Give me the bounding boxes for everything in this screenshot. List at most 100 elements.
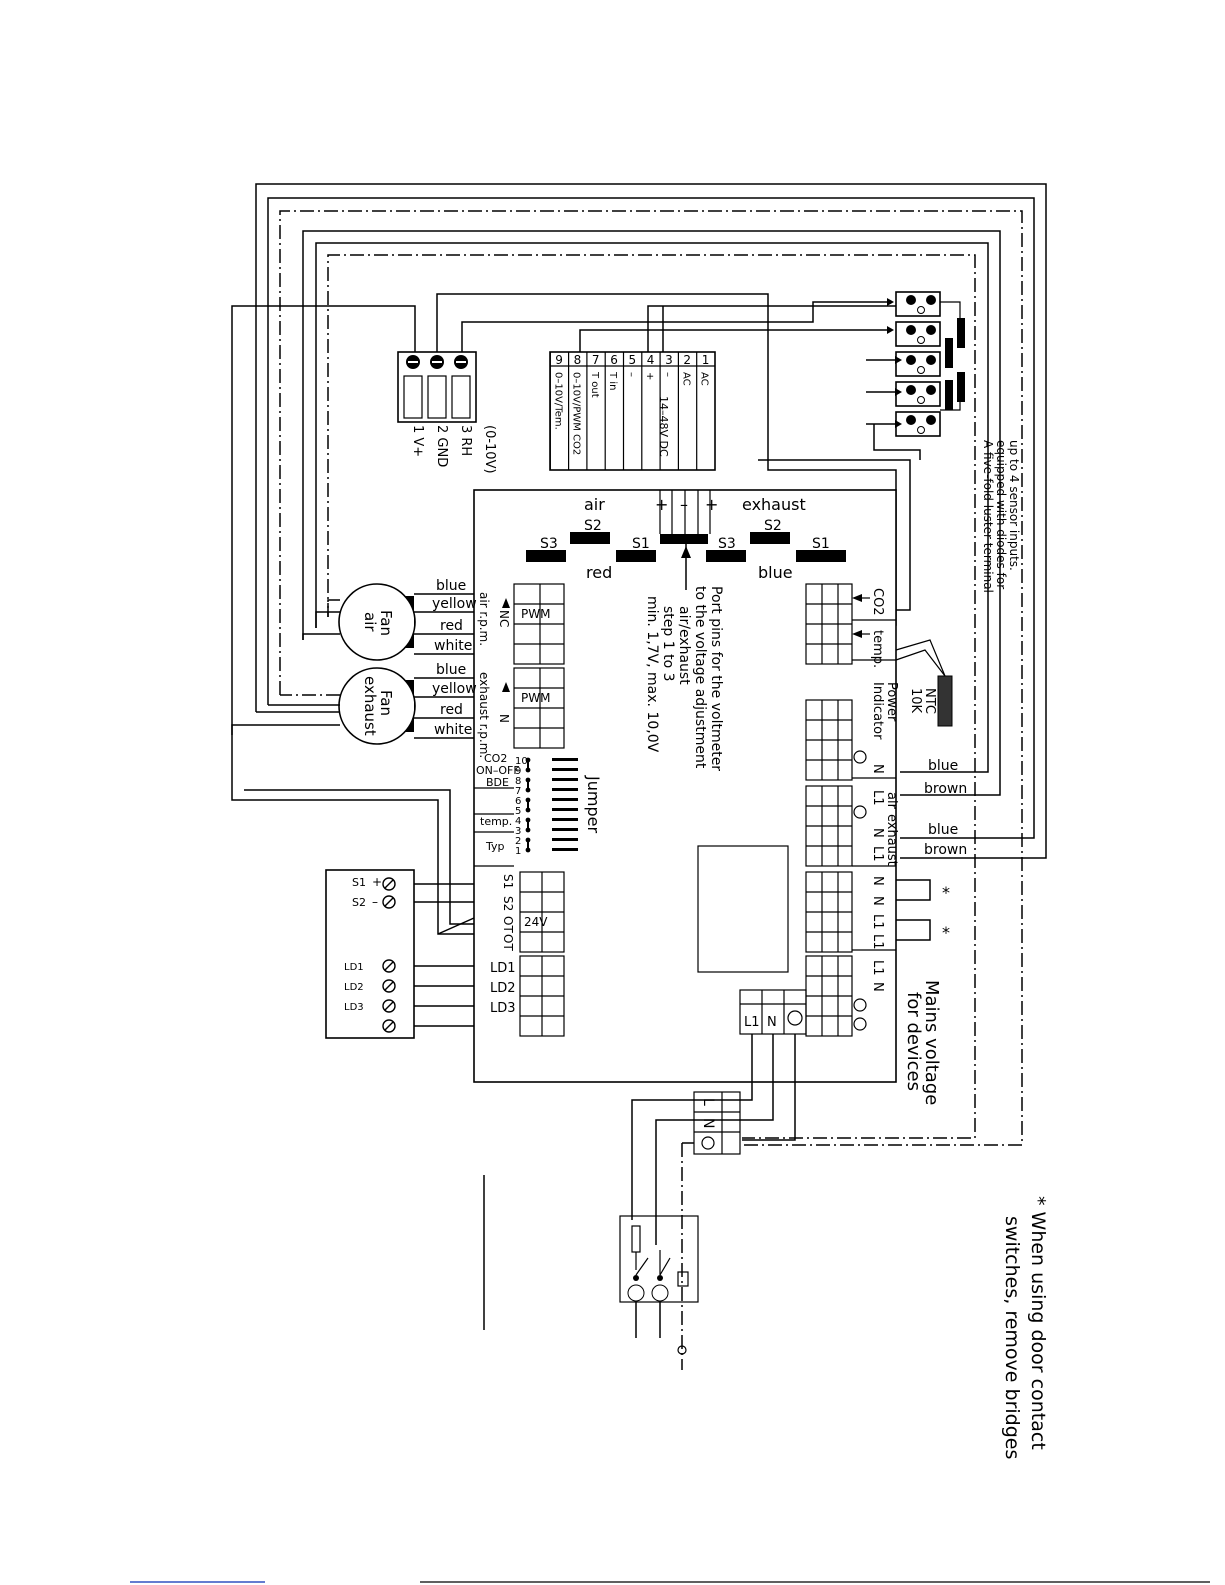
fan-exhaust-wire-yellow: yellow xyxy=(432,681,477,697)
pin-number: 1 xyxy=(702,353,710,367)
luster-note-1: A five-fold luster terminal xyxy=(981,440,995,593)
svg-text:+: + xyxy=(372,875,382,889)
mains-title: Mains voltage for devices xyxy=(903,980,942,1105)
luster-note-2: equipped with diodes for xyxy=(994,440,1008,589)
jumper-bridge xyxy=(552,838,578,841)
air-wire-brown: brown xyxy=(924,781,967,797)
pin-number: 4 xyxy=(647,353,655,367)
air-label: air xyxy=(584,495,605,514)
jumper-number: 3 xyxy=(515,826,521,837)
svg-text:–: – xyxy=(372,895,378,909)
ld3-term: LD3 xyxy=(490,1001,516,1016)
jumper-bridge xyxy=(552,788,578,791)
s2-exhaust: S2 xyxy=(764,518,782,534)
jumper-number: 1 xyxy=(515,846,521,857)
pwm-air: PWM xyxy=(521,607,550,621)
ntc-2: 10K xyxy=(908,688,923,714)
fan-exhaust: Fan exhaust blue yellow red white xyxy=(338,662,477,745)
fan-exhaust-wire-white: white xyxy=(434,722,472,738)
svg-text:to the voltage adjustment: to the voltage adjustment xyxy=(692,586,708,769)
v24-label: 24V xyxy=(524,915,548,929)
temp-label: temp. xyxy=(870,630,885,668)
jumper-bridge xyxy=(552,778,578,781)
jumper-number: 2 xyxy=(515,836,521,847)
svg-text:air: air xyxy=(361,612,379,632)
luster-terminal: A five-fold luster terminal equipped wit… xyxy=(866,291,1021,593)
svg-text:Mains voltage: Mains voltage xyxy=(921,980,942,1105)
l1-exhaust: L1 xyxy=(870,846,885,862)
exhaust-right-label: exhaust xyxy=(884,814,899,866)
jumper-number: 5 xyxy=(515,806,521,817)
lower-l: L xyxy=(700,1098,716,1106)
exhaust-rpm-label: exhaust r.p.m. xyxy=(477,672,491,758)
sensor-block-title: (0-10V) xyxy=(482,425,497,474)
pin-label: 0–10V/PWM CO2 xyxy=(571,372,582,455)
jumper-temp: temp. xyxy=(480,815,512,828)
left-terminals: PWM PWM air r.p.m. exhaust r.p.m. NC N xyxy=(477,583,565,758)
lower-n: N xyxy=(700,1118,716,1128)
bridge-star-2: * xyxy=(942,923,950,942)
svg-text:Fan: Fan xyxy=(377,690,395,716)
voltmeter-note: Port pins for the voltmeter to the volta… xyxy=(644,586,724,771)
l1-2: L1 xyxy=(870,934,885,950)
svg-text:LD3: LD3 xyxy=(344,1002,364,1013)
jumper-typ: Typ xyxy=(485,840,505,853)
air-wire-blue: blue xyxy=(928,758,958,774)
pin-number: 7 xyxy=(592,353,600,367)
power-indicator-1: Power xyxy=(884,682,899,722)
jumper-number: 8 xyxy=(515,776,521,787)
s1-air: S1 xyxy=(632,536,650,552)
jumper-bde: BDE xyxy=(486,776,509,789)
fan-air: Fan air blue yellow red white xyxy=(338,578,477,661)
l1-bar: L1 xyxy=(870,914,885,930)
fan-exhaust-wire-red: red xyxy=(440,702,463,718)
pin-label: T in xyxy=(607,371,618,390)
ld2-term: LD2 xyxy=(490,981,516,996)
sensor-terminal-2: 2 GND xyxy=(434,425,449,467)
pin-label: – xyxy=(626,372,637,377)
jumper-onoff: ON–OFF xyxy=(476,764,520,777)
svg-text:LD2: LD2 xyxy=(344,982,364,993)
ntc-1: NTC xyxy=(922,688,937,714)
lower-terminal: L N xyxy=(681,1091,741,1370)
speed-switches: air exhaust S2 S3 S1 S2 S3 S1 + – + red … xyxy=(526,490,846,590)
s2-term: S2 xyxy=(501,896,515,911)
jumper-bridge xyxy=(552,818,578,821)
jumper-number: 10 xyxy=(515,756,528,767)
pin-label: AC xyxy=(699,372,710,386)
s2-air: S2 xyxy=(584,518,602,534)
exhaust-label: exhaust xyxy=(742,495,806,514)
jumper-bridge xyxy=(552,828,578,831)
fan-air-wire-red: red xyxy=(440,618,463,634)
exhaust-wire-blue: blue xyxy=(928,822,958,838)
exhaust-wire-brown: brown xyxy=(924,842,967,858)
n-exhaust: N xyxy=(870,828,885,838)
fan-air-wire-blue: blue xyxy=(436,578,466,594)
sensor-terminal-3: 3 RH xyxy=(458,425,473,456)
jumper-number: 4 xyxy=(515,816,521,827)
pin-label: + xyxy=(644,372,655,380)
svg-text:S1: S1 xyxy=(352,876,366,889)
display-box xyxy=(697,845,789,973)
svg-text:min. 1,7V, max. 10,0V: min. 1,7V, max. 10,0V xyxy=(644,596,660,753)
svg-text:switches, remove bridges: switches, remove bridges xyxy=(1001,1216,1023,1459)
jumper-bridge xyxy=(552,848,578,851)
n-bar-1: N xyxy=(870,876,885,886)
control-unit: + – S1 S2 LD1 LD2 LD3 xyxy=(231,735,475,1039)
fan-air-wire-white: white xyxy=(434,638,472,654)
supply-label: 14–48V DC xyxy=(657,396,670,457)
co2-label: CO2 xyxy=(870,588,885,616)
plus-right: + xyxy=(705,495,718,514)
l1-mains: L1 xyxy=(870,960,885,976)
jumper-number: 6 xyxy=(515,796,521,807)
power-indicator-2: Indicator xyxy=(870,682,885,740)
s3-air: S3 xyxy=(540,536,558,552)
pin-number: 3 xyxy=(665,353,673,367)
red-label: red xyxy=(586,563,612,582)
pin-number: 9 xyxy=(555,353,563,367)
n-air: N xyxy=(870,764,885,774)
mains-l1: L1 xyxy=(744,1015,760,1030)
pin-number: 8 xyxy=(574,353,582,367)
